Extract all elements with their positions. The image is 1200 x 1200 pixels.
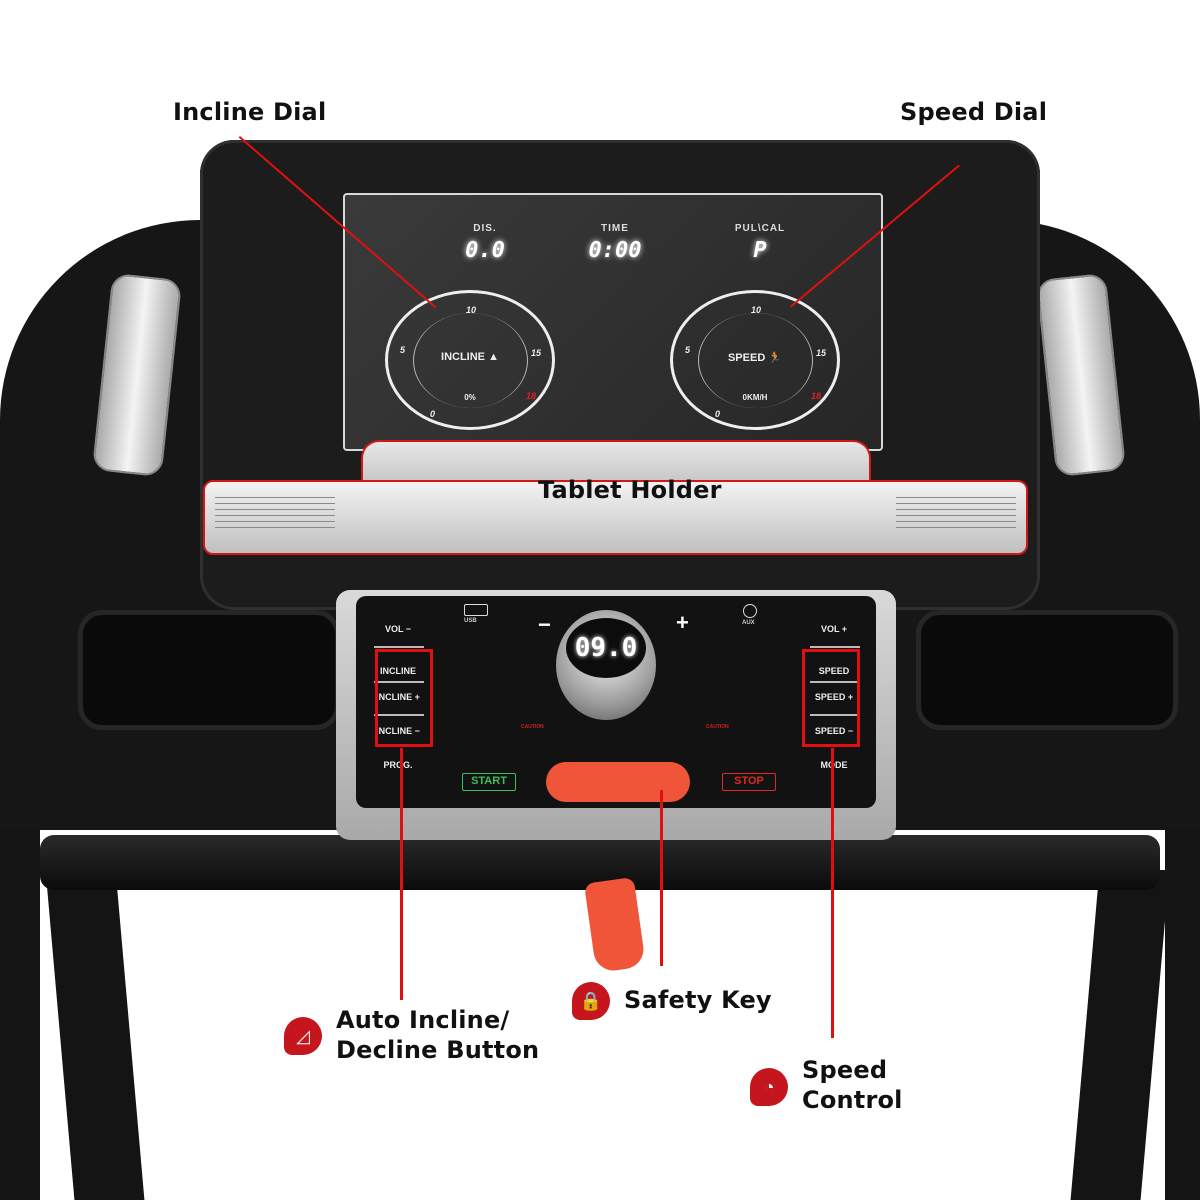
- aux-port[interactable]: [743, 604, 757, 618]
- left-leg: [0, 830, 40, 1200]
- speed-dial-label: Speed Dial: [900, 98, 1048, 126]
- tablet-holder-label: Tablet Holder: [538, 476, 722, 504]
- time-value: 0:00: [588, 238, 642, 263]
- incline-dial: 0 5 10 15 18 INCLINE ▲ 0%: [385, 290, 555, 430]
- speed-up-button[interactable]: SPEED +: [814, 692, 854, 702]
- speed-control-label-2: Control: [802, 1086, 903, 1114]
- incline-dial-label: Incline Dial: [173, 98, 327, 126]
- incline-up-button[interactable]: INCLINE +: [376, 692, 420, 702]
- aux-label: AUX: [742, 620, 755, 626]
- distance-caption: DIS.: [473, 223, 497, 234]
- incline-label-text: INCLINE: [441, 351, 486, 363]
- speed-label-text: SPEED: [727, 352, 766, 364]
- safety-key-label: Safety Key: [624, 986, 772, 1014]
- usb-label: USB: [464, 618, 477, 624]
- knob-display: 09.0: [566, 618, 646, 678]
- auto-incline-pointer: [400, 748, 403, 1000]
- caution-right: CAUTION: [706, 724, 729, 730]
- speed-tick: 15: [816, 348, 827, 358]
- pulse-cal-readout: PUL\CAL P: [715, 223, 805, 263]
- time-readout: TIME 0:00: [575, 223, 655, 263]
- stop-button[interactable]: STOP: [722, 773, 776, 791]
- incline-tick: 5: [400, 345, 406, 355]
- right-leg: [1165, 830, 1200, 1200]
- program-button[interactable]: PROG.: [383, 760, 413, 770]
- runner-icon: 🏃: [768, 352, 783, 364]
- lock-badge-icon: 🔒: [572, 982, 610, 1020]
- time-caption: TIME: [601, 223, 629, 234]
- vol-up-button[interactable]: VOL +: [820, 624, 848, 634]
- speed-control-label-1: Speed: [802, 1056, 888, 1084]
- distance-value: 0.0: [465, 238, 505, 263]
- control-panel: VOL − INCLINE INCLINE + INCLINE − PROG. …: [336, 590, 896, 840]
- speed-tick: 10: [751, 305, 762, 315]
- incline-unit: 0%: [464, 393, 476, 402]
- speed-buttons-highlight: [802, 649, 860, 747]
- minus-label: −: [538, 612, 551, 637]
- incline-badge-icon: ◿: [284, 1017, 322, 1055]
- incline-buttons-highlight: [375, 649, 433, 747]
- auto-incline-label-2: Decline Button: [336, 1036, 540, 1064]
- right-cup-holder: [916, 610, 1178, 730]
- left-upright: [45, 870, 145, 1200]
- right-upright: [1070, 870, 1170, 1200]
- safety-key-clip[interactable]: [583, 876, 647, 974]
- pulse-cal-value: P: [753, 238, 767, 263]
- auto-speed-button[interactable]: SPEED: [818, 666, 850, 676]
- speed-tick: 5: [685, 345, 691, 355]
- incline-tick: 10: [466, 305, 477, 315]
- tablet-holder: [203, 440, 1028, 555]
- speed-dial-label: SPEED 🏃: [673, 351, 837, 364]
- display-screen: DIS. 0.0 TIME 0:00 PUL\CAL P 0 5 10 15 1…: [343, 193, 883, 451]
- vol-down-button[interactable]: VOL −: [384, 624, 412, 634]
- speed-tick: 18: [811, 391, 822, 401]
- mode-button[interactable]: MODE: [820, 760, 848, 770]
- speed-tick: 0: [715, 409, 721, 419]
- safety-key-pointer: [660, 790, 663, 966]
- usb-port[interactable]: [464, 604, 488, 616]
- start-button[interactable]: START: [462, 773, 516, 791]
- speed-down-button[interactable]: SPEED −: [814, 726, 854, 736]
- auto-incline-button[interactable]: INCLINE: [380, 666, 416, 676]
- left-cup-holder: [78, 610, 340, 730]
- speed-knob[interactable]: 09.0: [556, 610, 656, 720]
- pulse-cal-caption: PUL\CAL: [734, 223, 786, 234]
- speed-dial: 0 5 10 15 18 SPEED 🏃 0KM/H: [670, 290, 840, 430]
- auto-incline-label-1: Auto Incline/: [336, 1006, 510, 1034]
- incline-tick: 0: [430, 409, 436, 419]
- knob-display-value: 09.0: [574, 633, 638, 663]
- incline-dial-label: INCLINE ▲: [388, 351, 552, 363]
- plus-label: +: [676, 610, 689, 635]
- speed-control-pointer: [831, 748, 834, 1038]
- caution-left: CAUTION: [521, 724, 544, 730]
- safety-key-slot[interactable]: [546, 762, 690, 802]
- incline-tick: 18: [526, 391, 537, 401]
- distance-readout: DIS. 0.0: [445, 223, 525, 263]
- incline-tick: 15: [531, 348, 542, 358]
- mountain-icon: ▲: [488, 351, 499, 363]
- incline-down-button[interactable]: INCLINE −: [376, 726, 420, 736]
- speedometer-badge-icon: ◔: [750, 1068, 788, 1106]
- speed-unit: 0KM/H: [742, 393, 768, 402]
